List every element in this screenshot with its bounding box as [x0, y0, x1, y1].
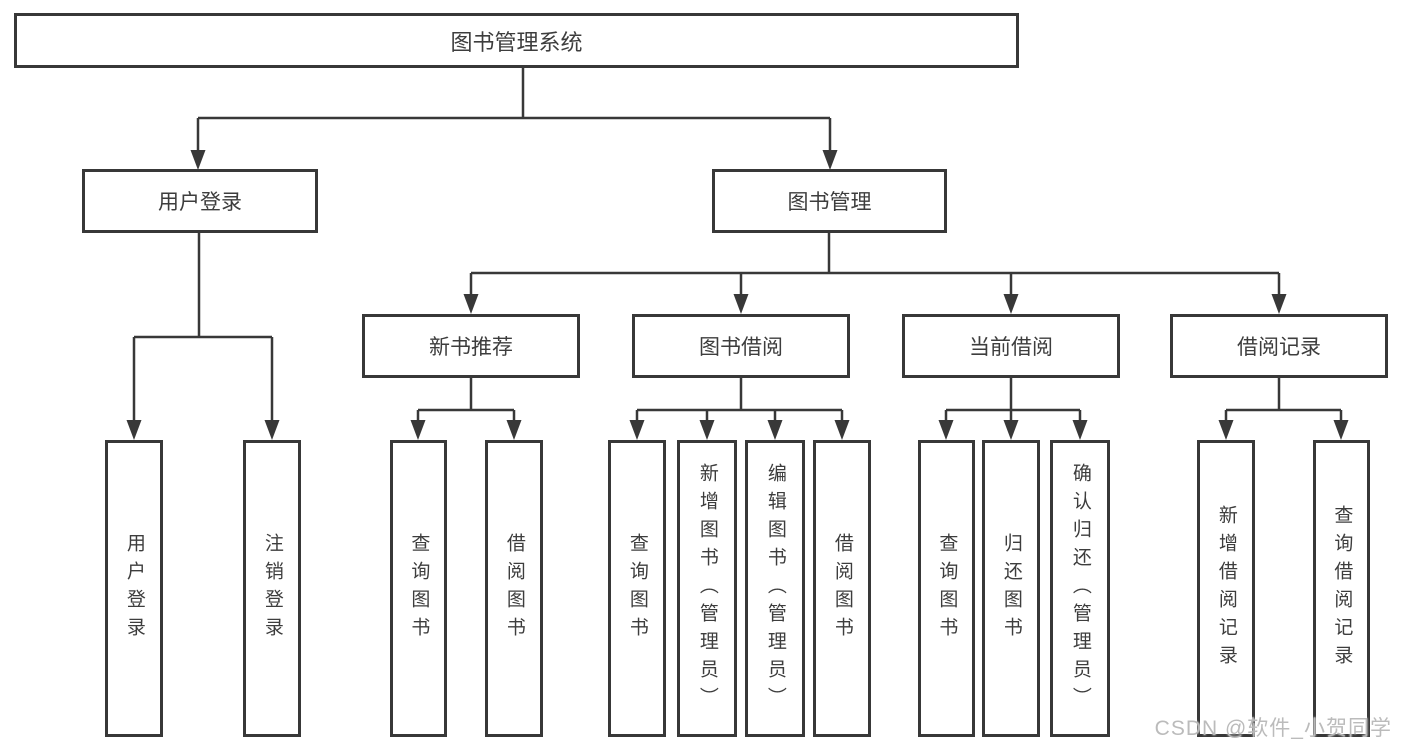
leaf-query-books-borrow-label: 查询图书 [626, 532, 648, 645]
leaf-user-login: 用户登录 [105, 440, 163, 737]
watermark: CSDN @软件_小贺同学 [1154, 717, 1392, 740]
leaf-add-book-admin: 新增图书（管理员） [677, 440, 737, 737]
leaf-query-books-borrow: 查询图书 [608, 440, 666, 737]
node-root: 图书管理系统 [14, 13, 1019, 68]
node-new-book-recommend-label: 新书推荐 [429, 336, 513, 359]
node-borrow-records: 借阅记录 [1170, 314, 1388, 378]
node-current-borrow-label: 当前借阅 [969, 336, 1053, 359]
leaf-add-borrow-record: 新增借阅记录 [1197, 440, 1255, 737]
leaf-edit-book-admin-label: 编辑图书（管理员） [764, 462, 786, 715]
node-borrow-records-label: 借阅记录 [1237, 336, 1321, 359]
leaf-borrow-books-recommend-label: 借阅图书 [503, 532, 525, 645]
node-book-borrow: 图书借阅 [632, 314, 850, 378]
leaf-return-book: 归还图书 [982, 440, 1040, 737]
node-new-book-recommend: 新书推荐 [362, 314, 580, 378]
leaf-return-book-label: 归还图书 [1000, 532, 1022, 645]
leaf-borrow-books-recommend: 借阅图书 [485, 440, 543, 737]
leaf-query-books-recommend-label: 查询图书 [408, 532, 430, 645]
leaf-query-borrow-record-label: 查询借阅记录 [1331, 504, 1353, 673]
leaf-logout: 注销登录 [243, 440, 301, 737]
node-book-management: 图书管理 [712, 169, 947, 233]
node-root-label: 图书管理系统 [450, 29, 583, 55]
node-book-borrow-label: 图书借阅 [699, 336, 783, 359]
leaf-query-books-current-label: 查询图书 [936, 532, 958, 645]
leaf-query-borrow-record: 查询借阅记录 [1313, 440, 1370, 737]
leaf-confirm-return-admin: 确认归还（管理员） [1050, 440, 1110, 737]
leaf-logout-label: 注销登录 [261, 532, 283, 645]
leaf-borrow-books-borrow-label: 借阅图书 [831, 532, 853, 645]
node-user-login-label: 用户登录 [158, 191, 242, 214]
leaf-add-book-admin-label: 新增图书（管理员） [696, 462, 718, 715]
leaf-query-books-current: 查询图书 [918, 440, 975, 737]
leaf-borrow-books-borrow: 借阅图书 [813, 440, 871, 737]
node-current-borrow: 当前借阅 [902, 314, 1120, 378]
leaf-user-login-label: 用户登录 [123, 532, 145, 645]
leaf-confirm-return-admin-label: 确认归还（管理员） [1069, 462, 1091, 715]
node-user-login: 用户登录 [82, 169, 318, 233]
node-book-management-label: 图书管理 [787, 191, 872, 214]
leaf-query-books-recommend: 查询图书 [390, 440, 447, 737]
leaf-add-borrow-record-label: 新增借阅记录 [1215, 504, 1237, 673]
leaf-edit-book-admin: 编辑图书（管理员） [745, 440, 805, 737]
